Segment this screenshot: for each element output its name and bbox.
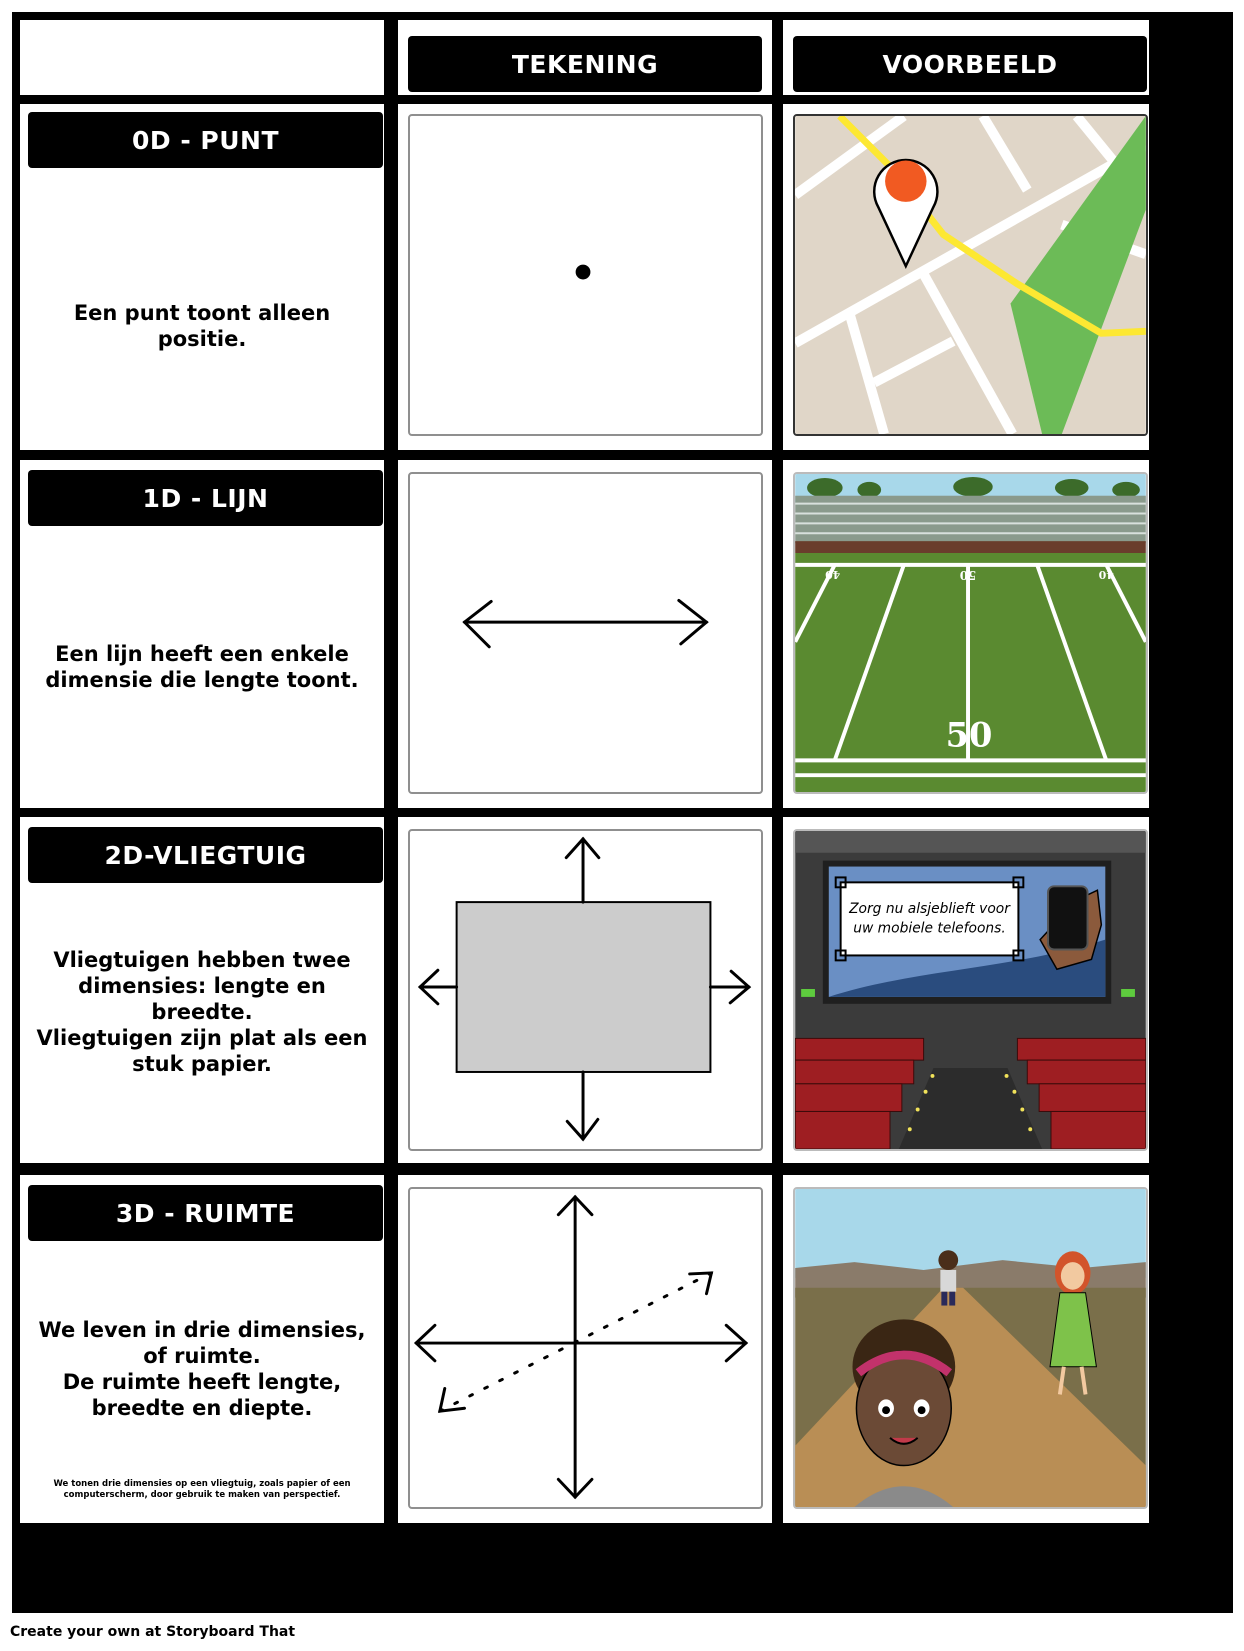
row-description: Vliegtuigen hebben twee dimensies: lengt… — [36, 948, 368, 1076]
right-seats — [1016, 1037, 1146, 1149]
row-1d-text-cell: 1D - LIJN Een lijn heeft een enkele dime… — [20, 460, 384, 808]
row-0d-example-cell — [783, 104, 1149, 450]
row-title: 0D - PUNT — [28, 112, 383, 168]
football-field-illustration: 40 50 40 50 — [793, 472, 1148, 794]
row-3d-example-cell — [783, 1175, 1149, 1523]
yard-number: 50 — [960, 568, 976, 582]
row-description: Een punt toont alleen positie. — [73, 301, 331, 351]
phone-icon — [1047, 885, 1089, 951]
screen-message-box — [839, 881, 1020, 957]
yard-number: 40 — [825, 568, 841, 581]
plane-rectangle — [455, 901, 712, 1073]
row-3d-drawing-cell — [398, 1175, 772, 1523]
cinema-illustration: Zorg nu alsjeblieft voor uw mobiele tele… — [793, 829, 1148, 1151]
yard-number: 40 — [1098, 568, 1114, 581]
row-2d-drawing-cell — [398, 817, 772, 1163]
row-description: We leven in drie dimensies, of ruimte. D… — [38, 1318, 366, 1420]
row-3d-text-cell: 3D - RUIMTE We leven in drie dimensies, … — [20, 1175, 384, 1523]
field-number: 50 — [946, 715, 993, 755]
row-0d-text-cell: 0D - PUNT Een punt toont alleen positie. — [20, 104, 384, 450]
storyboard-grid: TEKENING VOORBEELD 0D - PUNT Een punt to… — [12, 12, 1233, 1613]
row-2d-text-cell: 2D-VLIEGTUIG Vliegtuigen hebben twee dim… — [20, 817, 384, 1163]
row-2d-example-cell: Zorg nu alsjeblieft voor uw mobiele tele… — [783, 817, 1149, 1163]
row-title: 2D-VLIEGTUIG — [28, 827, 383, 883]
map-illustration — [793, 114, 1148, 436]
point-drawing — [408, 114, 763, 436]
axis-arrows-icon — [417, 836, 752, 1142]
plane-drawing — [408, 829, 763, 1151]
walking-boy — [938, 1250, 959, 1306]
corner-cell — [20, 20, 384, 95]
storyboard-credit[interactable]: Create your own at Storyboard That — [10, 1624, 296, 1640]
double-arrow-icon — [462, 598, 709, 649]
row-0d-drawing-cell — [398, 104, 772, 450]
point-dot-icon — [575, 264, 591, 280]
column-header-example: VOORBEELD — [793, 36, 1147, 92]
row-title: 1D - LIJN — [28, 470, 383, 526]
space-drawing — [408, 1187, 763, 1509]
3d-axes-icon — [413, 1194, 749, 1500]
girl-foreground — [852, 1319, 956, 1507]
screen-text-line-1: Zorg nu alsjeblieft voor — [848, 901, 1011, 917]
column-header-drawing: TEKENING — [408, 36, 762, 92]
line-drawing — [408, 472, 763, 794]
row-title: 3D - RUIMTE — [28, 1185, 383, 1241]
row-footnote: We tonen drie dimensies op een vliegtuig… — [53, 1479, 351, 1500]
landscape-illustration — [793, 1187, 1148, 1509]
girl-in-green-dress — [1049, 1251, 1097, 1395]
row-1d-example-cell: 40 50 40 50 — [783, 460, 1149, 808]
route-line — [837, 116, 1146, 337]
row-description: Een lijn heeft een enkele dimensie die l… — [45, 642, 359, 692]
left-seats — [795, 1037, 925, 1149]
park-area — [1010, 116, 1146, 434]
screen-text-line-2: uw mobiele telefoons. — [853, 921, 1006, 937]
row-1d-drawing-cell — [398, 460, 772, 808]
map-pin-icon — [873, 158, 939, 270]
drawing-header-cell: TEKENING — [398, 20, 772, 95]
example-header-cell: VOORBEELD — [783, 20, 1149, 95]
